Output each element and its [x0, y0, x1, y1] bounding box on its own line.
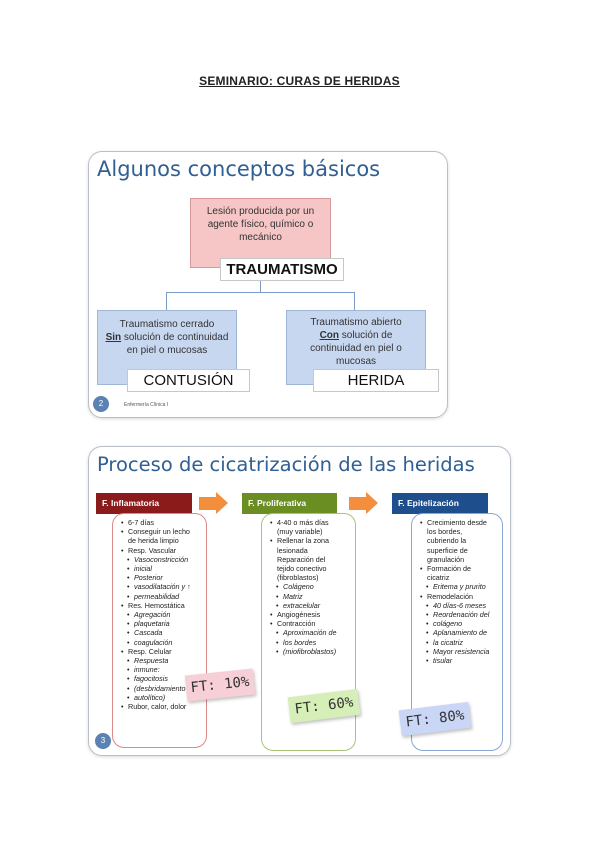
list-item-cont: tejido conectivo: [277, 564, 327, 574]
slide-conceptos-basicos: Algunos conceptos básicos Lesión produci…: [88, 151, 448, 418]
slide-proceso-cicatrizacion: Proceso de cicatrización de las heridas …: [88, 446, 511, 756]
list-item-cont: Reparación del: [277, 554, 326, 564]
list-item: Rellenar la zona: [270, 536, 351, 545]
list-item: Posterior: [121, 573, 202, 582]
list-item: Res. Hemostática: [121, 601, 202, 610]
list-item: Remodelación: [420, 592, 498, 601]
arrow-icon: [199, 497, 217, 510]
slide-title: Proceso de cicatrización de las heridas: [97, 453, 475, 476]
slide-number: 3: [95, 733, 111, 749]
list-item-cont: la cicatriz: [420, 638, 498, 647]
connector-vertical: [260, 279, 261, 292]
list-item-cont: superficie de: [427, 545, 468, 555]
list-item-cont: (fibroblastos): [277, 573, 319, 583]
list-item: de herida limpio: [128, 536, 179, 546]
list-item-cont: lesionada: [277, 545, 308, 555]
arrow-icon: [366, 492, 378, 514]
list-item-cont: granulación: [427, 554, 465, 564]
phase-header-inflamatoria: F. Inflamatoria: [96, 493, 192, 514]
list-item: Aproximación de: [270, 628, 351, 637]
list-item-cont: vasodilatación y ↑: [121, 582, 202, 591]
box-line: continuidad en piel o: [310, 343, 402, 354]
box-line: mucosas: [335, 356, 376, 367]
definition-box-traumatismo: Lesión producida por un agente físico, q…: [190, 198, 331, 268]
label-traumatismo: TRAUMATISMO: [220, 258, 344, 281]
list-item-cont: autolítico): [121, 693, 202, 702]
list-item: Mayor resistencia: [420, 647, 498, 656]
document-title: SEMINARIO: CURAS DE HERIDAS: [199, 74, 400, 88]
list-item: Cascada: [121, 628, 202, 637]
list-item: 6-7 días: [121, 518, 202, 527]
slide-number: 2: [93, 396, 109, 412]
arrow-icon: [349, 497, 367, 510]
list-item-cont: (muy variable): [277, 527, 323, 537]
list-item: Crecimiento desde: [420, 518, 498, 527]
list-item-cont: los bordes,: [427, 527, 463, 537]
list-item: Resp. Vascular: [121, 546, 202, 555]
list-item-cont: los bordes: [270, 638, 351, 647]
list-item-cont: colágeno: [420, 619, 498, 628]
connector-horizontal: [166, 292, 355, 293]
list-item: Aplanamiento de: [420, 628, 498, 637]
list-item: Respuesta: [121, 656, 202, 665]
list-item: Angiogénesis: [270, 610, 351, 619]
list-item: Vasoconstricción: [121, 555, 202, 564]
list-item-cont: (desbridamiento: [121, 684, 202, 693]
emphasis-con: Con: [319, 330, 340, 341]
list-item-cont: extracelular: [270, 601, 351, 610]
list-item-cont: coagulación: [121, 638, 202, 647]
list-item-cont: cicatriz: [427, 573, 450, 583]
list-item: Eritema y prurito: [420, 582, 498, 591]
connector-left: [166, 292, 167, 310]
note-ft-inflamatoria: FT: 10%: [184, 668, 256, 702]
box-line-rest: solución de: [339, 330, 393, 341]
list-item-cont: (miofibroblastos): [270, 647, 351, 656]
definition-line: Lesión producida por un: [206, 206, 315, 217]
box-line: Sin solución de continuidad: [98, 331, 236, 344]
list-item: Formación de: [420, 564, 498, 573]
list-item: 4-40 o más días: [270, 518, 351, 527]
box-line: Con solución de: [287, 329, 425, 342]
list-item: Conseguir un lecho: [121, 527, 202, 536]
box-line: en piel o mucosas: [126, 345, 208, 356]
list-item-cont: tisular: [420, 656, 498, 665]
box-line-rest: solución de continuidad: [121, 332, 229, 343]
phase-box-inflamatoria: 6-7 días Conseguir un lecho de herida li…: [112, 513, 207, 748]
list-item-cont: inicial: [121, 564, 202, 573]
definition-line: agente físico, químico o: [207, 219, 314, 230]
list-item-cont: fagocitosis: [121, 674, 202, 683]
box-line: Traumatismo cerrado: [119, 319, 215, 330]
list-item: Rubor, calor, dolor: [121, 702, 202, 711]
phase-header-proliferativa: F. Proliferativa: [242, 493, 337, 514]
list-item: Reordenación del: [420, 610, 498, 619]
phase-header-epitelizacion: F. Epitelización: [392, 493, 488, 514]
list-item: Resp. Celular: [121, 647, 202, 656]
list-item-cont: permeabilidad: [121, 592, 202, 601]
list-item-cont: cubriendo la: [427, 536, 467, 546]
connector-right: [354, 292, 355, 310]
label-contusion: CONTUSIÓN: [127, 369, 250, 392]
list-item: Colágeno: [270, 582, 351, 591]
list-item: Matriz: [270, 592, 351, 601]
list-item-cont: plaquetaria: [121, 619, 202, 628]
arrow-icon: [216, 492, 228, 514]
list-item: 40 días-6 meses: [420, 601, 498, 610]
slide-footer: Enfermería Clínica I: [124, 402, 169, 408]
list-item: Agregación: [121, 610, 202, 619]
box-line: Traumatismo abierto: [310, 317, 402, 328]
definition-line: mecánico: [239, 232, 282, 243]
slide-title: Algunos conceptos básicos: [97, 157, 381, 181]
emphasis-sin: Sin: [105, 332, 122, 343]
list-item-cont: inmune:: [121, 665, 202, 674]
list-item: Contracción: [270, 619, 351, 628]
label-herida: HERIDA: [313, 369, 439, 392]
